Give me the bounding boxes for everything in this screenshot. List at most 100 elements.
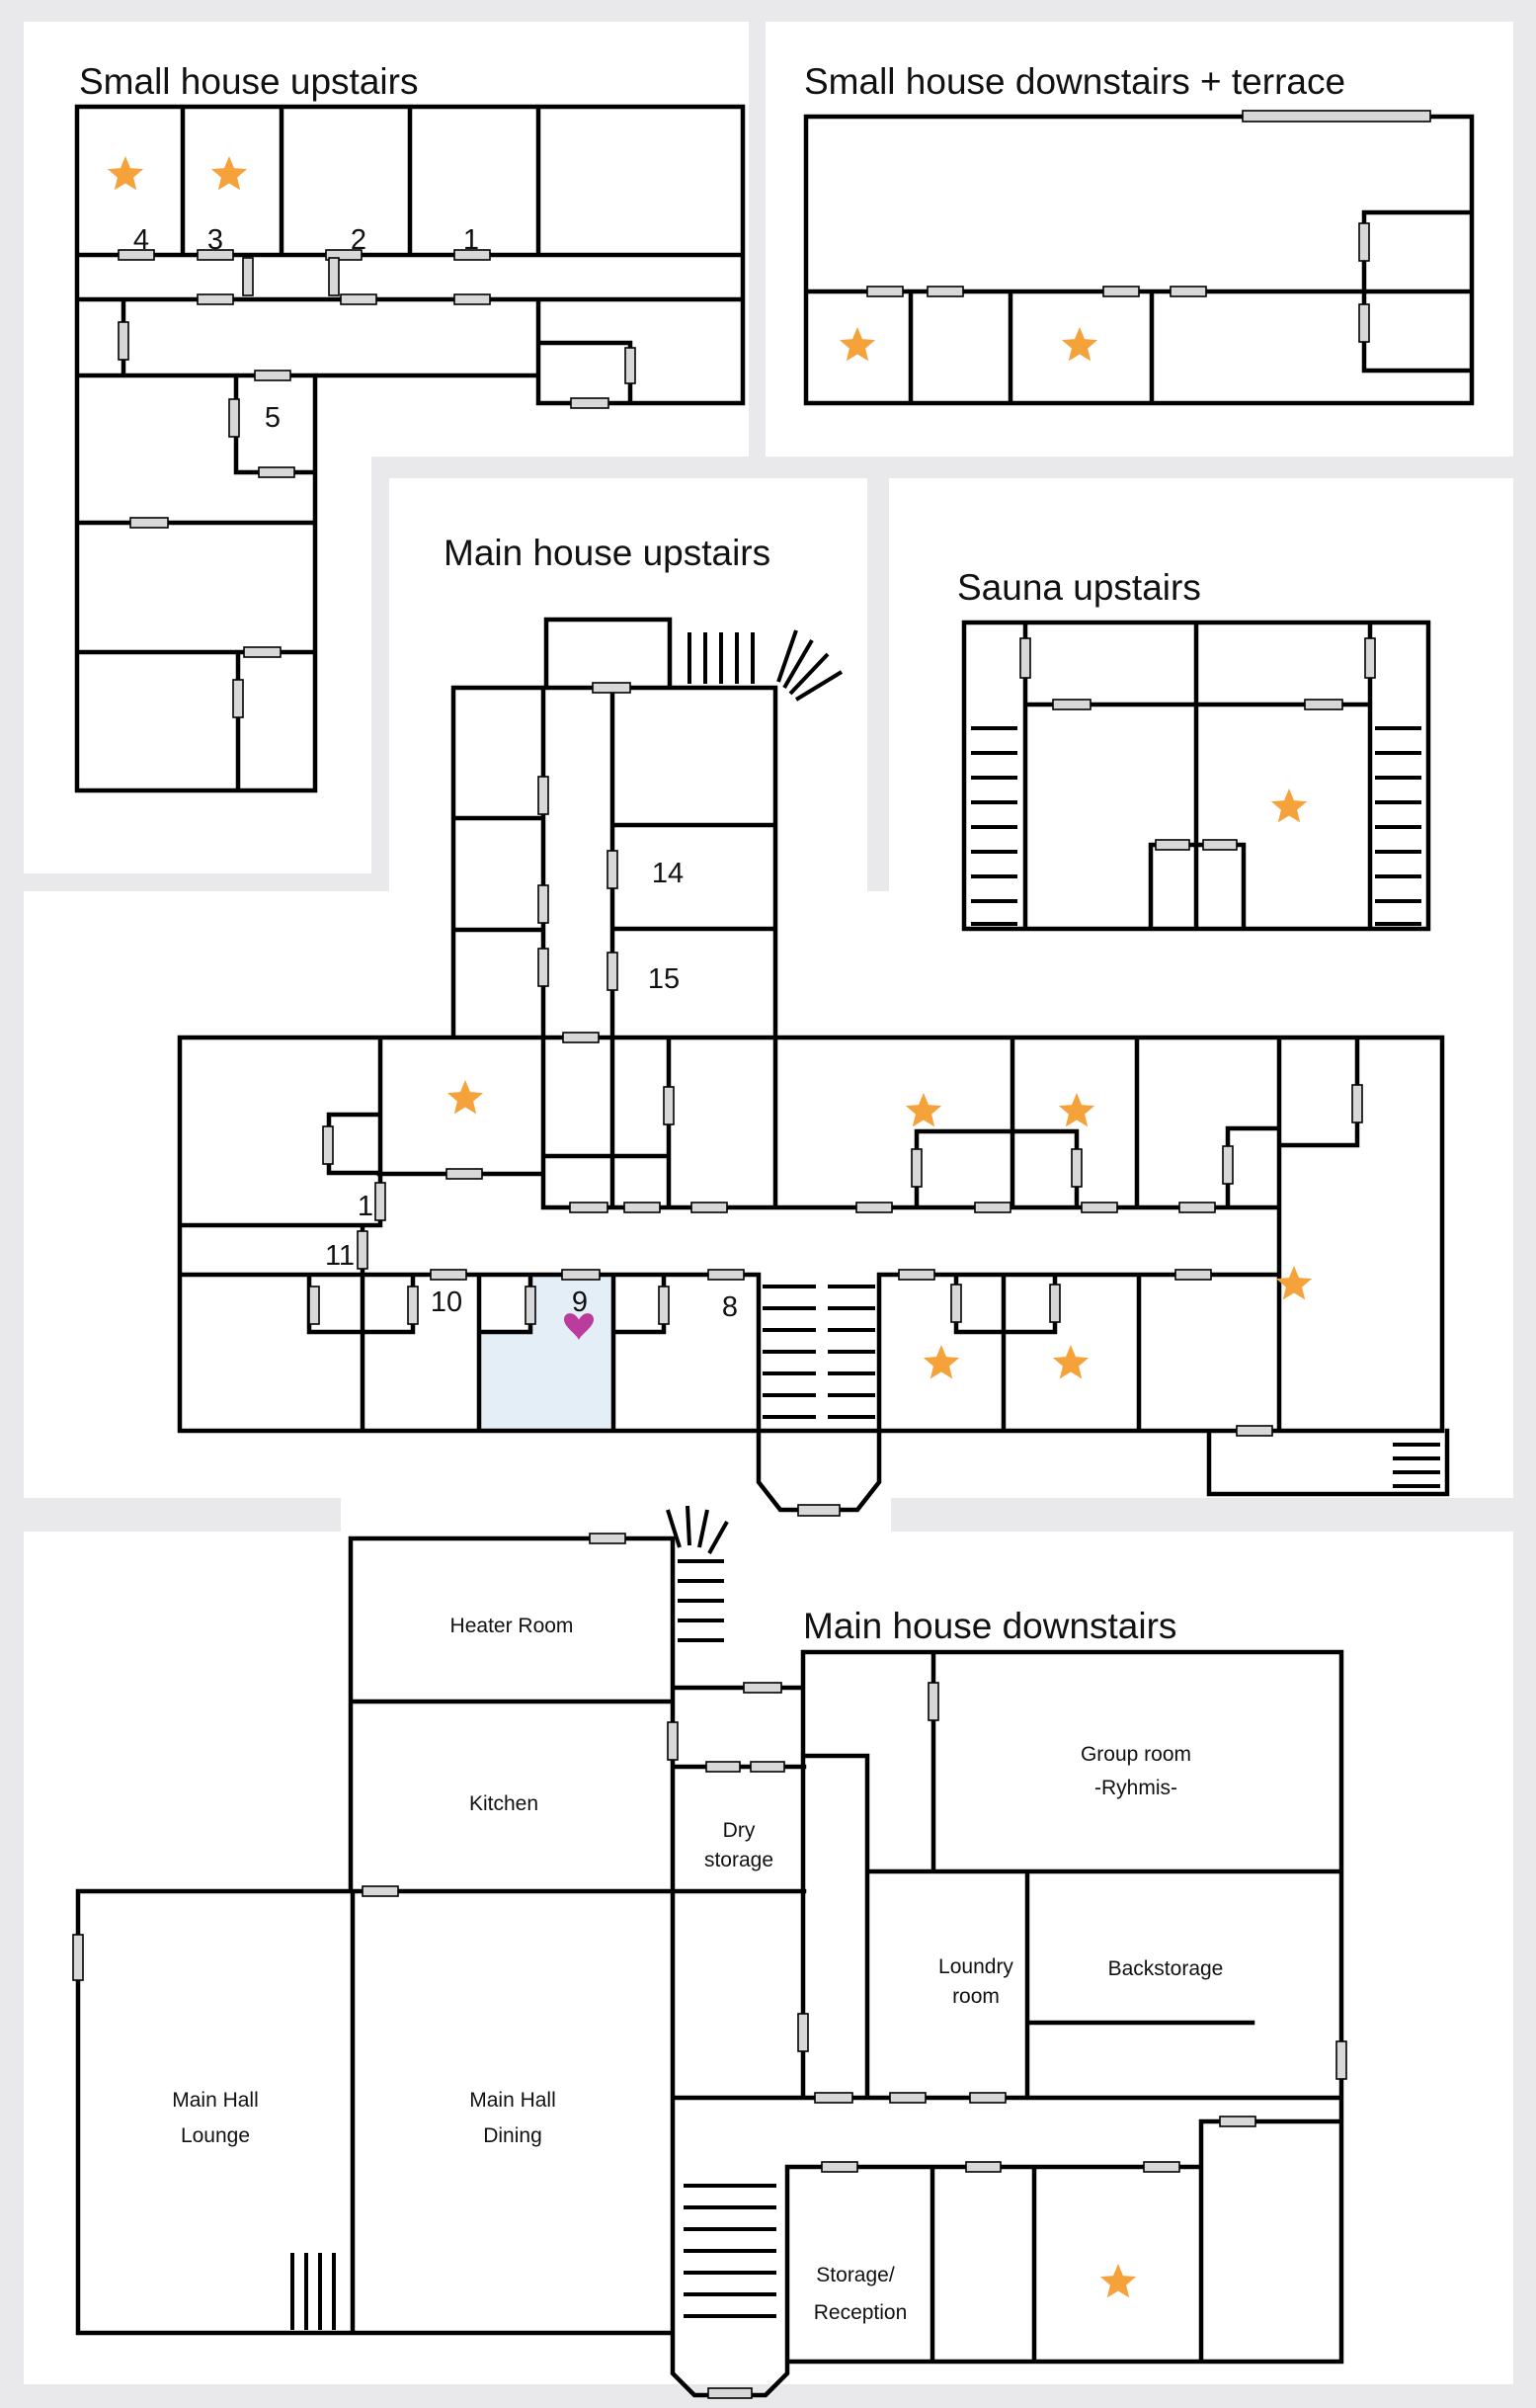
room-number-10: 10 xyxy=(431,1287,462,1318)
door-icon xyxy=(258,466,295,478)
door-icon xyxy=(1351,1084,1363,1123)
room-label: Lounge xyxy=(181,2124,250,2147)
door-icon xyxy=(592,682,631,694)
room-label: Main Hall xyxy=(469,2089,556,2112)
door-icon xyxy=(1081,1202,1118,1213)
door-icon xyxy=(797,1504,841,1517)
room-label: Reception xyxy=(814,2301,908,2324)
door-icon xyxy=(1019,637,1031,679)
walls-sauna-upstairs xyxy=(961,620,1431,932)
room-number-3: 3 xyxy=(207,224,223,256)
door-icon xyxy=(911,1148,923,1188)
door-icon xyxy=(743,1682,782,1694)
panel-main-house-upstairs-top xyxy=(389,478,867,968)
door-icon xyxy=(797,2013,809,2052)
door-icon xyxy=(453,293,491,305)
door-icon xyxy=(1364,637,1376,679)
door-icon xyxy=(340,293,377,305)
stairs-downstairs-heater-icon xyxy=(666,1505,729,1642)
room-number-5: 5 xyxy=(265,402,281,434)
door-icon xyxy=(950,1284,962,1323)
door-icon xyxy=(570,397,609,409)
panel-separator-right xyxy=(891,1498,1513,1532)
title-sauna-upstairs: Sauna upstairs xyxy=(957,567,1201,608)
door-icon xyxy=(1222,1145,1234,1185)
door-icon xyxy=(118,249,155,261)
door-icon xyxy=(1143,2161,1180,2173)
stairs-upstairs-terrace-icon xyxy=(1393,1443,1440,1488)
door-icon xyxy=(525,1286,536,1325)
room-number-11: 11 xyxy=(325,1240,355,1272)
door-icon xyxy=(322,1125,334,1165)
room-label: Dry xyxy=(723,1819,756,1842)
door-icon xyxy=(1202,839,1238,851)
door-icon xyxy=(362,1885,399,1897)
door-icon xyxy=(589,1533,626,1544)
door-icon xyxy=(855,1202,893,1213)
door-icon xyxy=(1155,839,1190,851)
door-icon xyxy=(889,2092,927,2104)
stairs-entry-icon xyxy=(684,2184,776,2318)
door-icon xyxy=(72,1934,84,1981)
door-icon xyxy=(232,679,244,718)
door-icon xyxy=(1071,1148,1083,1188)
panel-sauna-upstairs xyxy=(889,478,1513,949)
panel-small-house-downstairs xyxy=(766,22,1513,457)
door-icon xyxy=(606,850,618,889)
door-icon xyxy=(705,1761,741,1773)
door-icon xyxy=(974,1202,1011,1213)
door-icon xyxy=(357,1230,368,1270)
door-icon xyxy=(821,2161,858,2173)
door-icon xyxy=(1358,222,1370,262)
room-label: Heater Room xyxy=(450,1615,574,1637)
door-icon xyxy=(1242,110,1431,123)
title-small-house-downstairs-terrace: Small house downstairs + terrace xyxy=(804,61,1345,102)
door-icon xyxy=(308,1286,320,1325)
door-icon xyxy=(1304,699,1343,710)
door-icon xyxy=(197,293,234,305)
door-icon xyxy=(1335,2040,1347,2080)
title-small-house-upstairs: Small house upstairs xyxy=(79,61,418,102)
door-icon xyxy=(197,249,234,261)
door-icon xyxy=(606,952,618,991)
room-number-1: 1 xyxy=(358,1191,373,1222)
door-icon xyxy=(254,370,291,381)
door-icon xyxy=(561,1269,601,1281)
door-icon xyxy=(228,398,240,438)
room-label: storage xyxy=(704,1849,773,1871)
room-number-4: 4 xyxy=(133,224,149,256)
door-icon xyxy=(562,1032,600,1043)
door-icon xyxy=(537,884,549,924)
room-label: Storage/ xyxy=(816,2264,895,2286)
stairs xyxy=(290,629,1440,2330)
door-icon xyxy=(129,517,169,529)
door-icon xyxy=(750,1761,785,1773)
door-icon xyxy=(1236,1425,1273,1437)
door-icon xyxy=(374,1182,386,1221)
door-icon xyxy=(325,249,363,261)
panels xyxy=(24,22,1513,2384)
door-icon xyxy=(1174,1269,1212,1281)
door-icon xyxy=(1052,699,1091,710)
panel-main-houses xyxy=(24,891,1513,2384)
door-icon xyxy=(624,347,636,384)
door-icon xyxy=(328,257,340,296)
door-icon xyxy=(928,1682,939,1721)
door-icon xyxy=(707,1269,745,1281)
title-main-house-upstairs: Main house upstairs xyxy=(444,533,770,573)
room-9-closet xyxy=(479,1275,530,1332)
stairs-sauna-right-icon xyxy=(1375,726,1421,926)
door-icon xyxy=(1178,1202,1216,1213)
door-icon xyxy=(453,249,491,261)
room-label: Loundry xyxy=(938,1955,1013,1978)
room-label: Group room xyxy=(1081,1743,1191,1766)
door-icon xyxy=(667,1721,679,1761)
stairs-lounge-icon xyxy=(290,2253,336,2330)
door-icon xyxy=(898,1269,935,1281)
door-icon xyxy=(407,1286,419,1325)
door-icon xyxy=(1170,286,1207,297)
panel-separator-left xyxy=(24,1498,341,1532)
door-icon xyxy=(814,2092,853,2104)
